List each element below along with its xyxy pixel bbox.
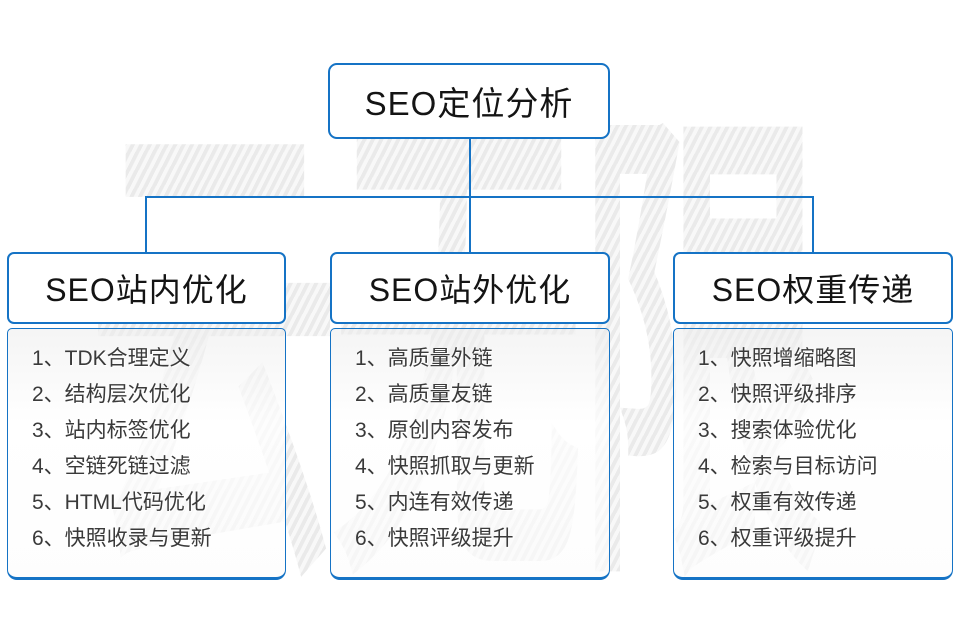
list-item: 4、检索与目标访问 <box>698 455 878 478</box>
column-title: SEO站外优化 <box>368 272 572 308</box>
list-item: 6、权重评级提升 <box>698 527 857 550</box>
column-title: SEO站内优化 <box>45 272 248 308</box>
column-offsite-seo: SEO站外优化 1、高质量外链 2、高质量友链 3、原创内容发布 4、快照抓取与… <box>330 252 610 580</box>
list-item: 3、原创内容发布 <box>355 419 514 442</box>
column-title: SEO权重传递 <box>711 272 915 308</box>
column-item-list: 1、快照增缩略图 2、快照评级排序 3、搜索体验优化 4、检索与目标访问 5、权… <box>673 328 953 580</box>
column-header: SEO站外优化 <box>330 252 610 324</box>
root-node-title: SEO定位分析 <box>364 85 574 122</box>
list-item: 3、站内标签优化 <box>32 419 191 442</box>
list-item: 1、高质量外链 <box>355 347 493 370</box>
list-item: 4、空链死链过滤 <box>32 455 191 478</box>
list-item: 5、HTML代码优化 <box>32 491 206 514</box>
list-item: 5、内连有效传递 <box>355 491 514 514</box>
column-item-list: 1、高质量外链 2、高质量友链 3、原创内容发布 4、快照抓取与更新 5、内连有… <box>330 328 610 580</box>
column-onsite-seo: SEO站内优化 1、TDK合理定义 2、结构层次优化 3、站内标签优化 4、空链… <box>7 252 286 580</box>
list-item: 2、快照评级排序 <box>698 383 857 406</box>
column-header: SEO站内优化 <box>7 252 286 324</box>
column-item-list: 1、TDK合理定义 2、结构层次优化 3、站内标签优化 4、空链死链过滤 5、H… <box>7 328 286 580</box>
connector-right-drop <box>812 196 814 253</box>
connector-middle-drop <box>469 196 471 253</box>
connector-left-drop <box>145 196 147 253</box>
connector-stem <box>469 139 471 197</box>
list-item: 6、快照评级提升 <box>355 527 514 550</box>
list-item: 1、快照增缩略图 <box>698 347 857 370</box>
list-item: 2、结构层次优化 <box>32 383 191 406</box>
list-item: 6、快照收录与更新 <box>32 527 212 550</box>
column-weight-transfer: SEO权重传递 1、快照增缩略图 2、快照评级排序 3、搜索体验优化 4、检索与… <box>673 252 953 580</box>
column-header: SEO权重传递 <box>673 252 953 324</box>
list-item: 3、搜索体验优化 <box>698 419 857 442</box>
list-item: 2、高质量友链 <box>355 383 493 406</box>
connector-rail <box>145 196 814 198</box>
list-item: 1、TDK合理定义 <box>32 347 191 370</box>
root-node: SEO定位分析 <box>328 63 610 139</box>
list-item: 5、权重有效传递 <box>698 491 857 514</box>
list-item: 4、快照抓取与更新 <box>355 455 535 478</box>
